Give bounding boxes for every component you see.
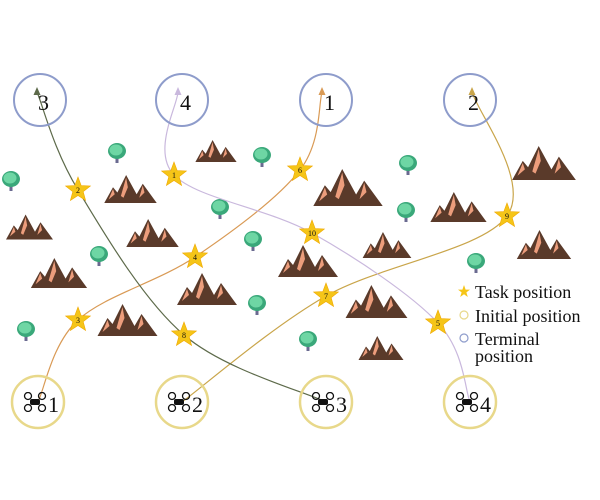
tree-icon bbox=[244, 231, 262, 251]
initial-label: 3 bbox=[336, 392, 347, 417]
task-label: 2 bbox=[76, 186, 80, 195]
mountain-icon bbox=[430, 192, 487, 222]
task-star-icon bbox=[181, 243, 209, 269]
route-uav3 bbox=[36, 91, 327, 403]
terminal-position-circle bbox=[155, 73, 209, 127]
tree-icon bbox=[397, 202, 415, 222]
terminal-label: 3 bbox=[38, 90, 49, 115]
task-star-icon bbox=[64, 306, 92, 332]
mountain-icon bbox=[195, 140, 237, 162]
initial-position-circle bbox=[154, 374, 210, 430]
legend-initial-circle-icon bbox=[459, 310, 469, 320]
initial-label: 1 bbox=[48, 392, 59, 417]
route-uav4 bbox=[164, 91, 471, 403]
mountain-icon bbox=[516, 230, 572, 259]
tree-icon bbox=[2, 171, 20, 191]
terminal-label: 4 bbox=[180, 90, 191, 115]
initial-position-circle bbox=[298, 374, 354, 430]
terminal-position-circle bbox=[443, 73, 497, 127]
route-uav1 bbox=[37, 91, 323, 403]
tree-icon bbox=[467, 253, 485, 273]
task-label: 9 bbox=[505, 212, 509, 221]
mountain-icon bbox=[358, 336, 404, 360]
tree-icon bbox=[248, 295, 266, 315]
legend-terminal-circle-icon bbox=[459, 333, 469, 343]
mountain-icon bbox=[6, 214, 53, 240]
legend-task-star-icon bbox=[458, 285, 470, 297]
mountain-icon bbox=[345, 285, 408, 318]
task-label: 4 bbox=[193, 253, 197, 262]
task-star-icon bbox=[286, 156, 314, 182]
terrain-layer bbox=[2, 140, 576, 360]
drone-icon bbox=[455, 392, 479, 412]
initial-position-circle bbox=[442, 374, 498, 430]
tree-icon bbox=[17, 321, 35, 341]
legend-task-label: Task position bbox=[475, 282, 571, 302]
legend-initial-label: Initial position bbox=[475, 306, 581, 326]
route-arrowhead-icon bbox=[174, 87, 182, 95]
task-star-icon bbox=[160, 161, 188, 187]
task-star-icon bbox=[424, 309, 452, 335]
task-label: 6 bbox=[298, 166, 302, 175]
mountain-icon bbox=[177, 273, 237, 305]
mountain-icon bbox=[126, 219, 179, 247]
task-star-icon bbox=[170, 321, 198, 347]
route-arrowhead-icon bbox=[468, 87, 476, 95]
mountain-icon bbox=[30, 258, 88, 288]
tree-icon bbox=[108, 143, 126, 163]
legend-terminal-label-line1: Terminal bbox=[475, 329, 540, 349]
task-label: 8 bbox=[182, 331, 186, 340]
mountain-icon bbox=[362, 232, 412, 258]
initial-label: 2 bbox=[192, 392, 203, 417]
task-label: 5 bbox=[436, 319, 440, 328]
route-arrowhead-icon bbox=[33, 87, 41, 95]
task-label: 7 bbox=[324, 292, 328, 301]
terminal-label: 2 bbox=[468, 90, 479, 115]
tree-icon bbox=[90, 246, 108, 266]
mountain-icon bbox=[278, 245, 338, 277]
terminal-position-circle bbox=[299, 73, 353, 127]
task-label: 10 bbox=[308, 229, 316, 238]
drone-icon bbox=[167, 392, 191, 412]
routes-layer bbox=[33, 87, 514, 403]
terminal-label: 1 bbox=[324, 90, 335, 115]
legend-terminal-label-line2: position bbox=[475, 346, 533, 366]
terminal-position-circle bbox=[13, 73, 67, 127]
initial-position-circle bbox=[10, 374, 66, 430]
mountain-icon bbox=[512, 146, 576, 180]
task-star-icon bbox=[298, 219, 326, 245]
mountain-icon bbox=[104, 175, 157, 203]
initial-label: 4 bbox=[480, 392, 491, 417]
tree-icon bbox=[299, 331, 317, 351]
task-label: 3 bbox=[76, 316, 80, 325]
mountain-icon bbox=[313, 169, 383, 206]
tree-icon bbox=[253, 147, 271, 167]
task-label: 1 bbox=[172, 171, 176, 180]
tasks-layer: 1 2 3 4 5 6 7 8 9 10 bbox=[64, 156, 521, 347]
task-star-icon bbox=[493, 202, 521, 228]
route-uav2 bbox=[181, 91, 514, 403]
task-star-icon bbox=[64, 176, 92, 202]
drone-icon bbox=[311, 392, 335, 412]
drone-icon bbox=[23, 392, 47, 412]
legend: Task position Initial position Terminal … bbox=[458, 282, 581, 366]
tree-icon bbox=[211, 199, 229, 219]
tree-icon bbox=[399, 155, 417, 175]
mountain-icon bbox=[97, 304, 158, 336]
route-arrowhead-icon bbox=[318, 87, 326, 95]
positions-layer: 3 4 1 2 1 2 3 4 bbox=[10, 73, 498, 430]
task-star-icon bbox=[312, 282, 340, 308]
